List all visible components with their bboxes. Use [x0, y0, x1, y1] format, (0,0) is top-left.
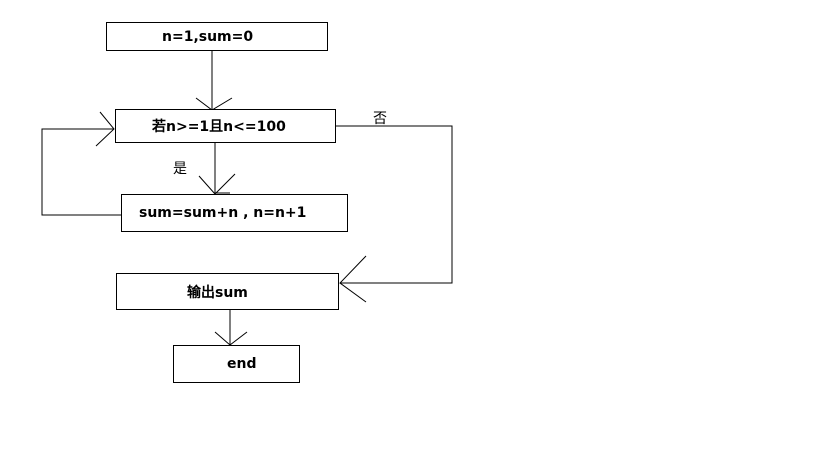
yes-label: 是 — [173, 161, 187, 177]
output-box-text: 输出sum — [187, 284, 248, 301]
no-label: 否 — [373, 111, 387, 127]
end-box-text: end — [227, 356, 257, 372]
arrowhead-condition-to-body — [198, 173, 236, 195]
body-box: sum=sum+n , n=n+1 — [121, 194, 348, 232]
loop-back-line — [41, 128, 121, 216]
arrowhead-output-to-end — [214, 331, 248, 346]
end-box: end — [173, 345, 300, 383]
condition-box-text: 若n>=1且n<=100 — [152, 119, 286, 135]
arrowhead-loop-back — [95, 111, 115, 147]
arrowhead-no-branch — [339, 255, 367, 303]
init-box-text: n=1,sum=0 — [162, 28, 254, 45]
condition-box: 若n>=1且n<=100 — [115, 109, 336, 143]
no-branch-line — [335, 125, 453, 284]
init-box: n=1,sum=0 — [106, 22, 328, 51]
body-box-text: sum=sum+n , n=n+1 — [139, 205, 307, 221]
output-box: 输出sum — [116, 273, 339, 310]
